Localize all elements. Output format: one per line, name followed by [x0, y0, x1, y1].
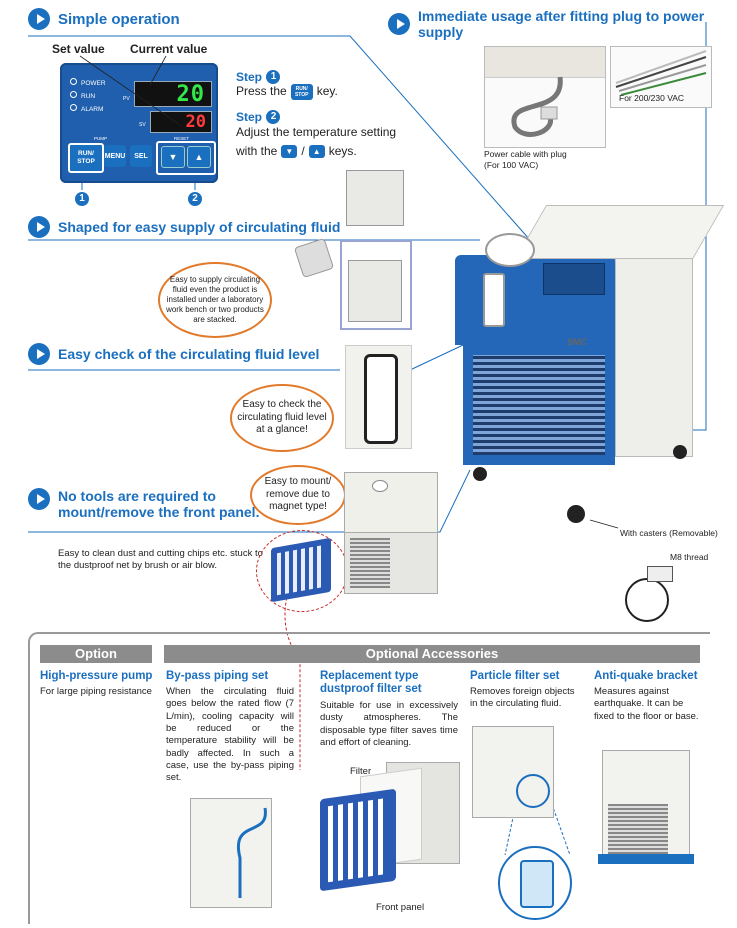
- sight-glass-icon: [483, 273, 505, 327]
- control-panel: POWER RUN ALARM PV 20 SV 20 PUMP RESET R…: [60, 63, 218, 183]
- stacked-units-illustration: [340, 168, 412, 330]
- set-value-label: Set value: [52, 42, 105, 56]
- power-cable-label: Power cable with plug (For 100 VAC): [484, 149, 567, 170]
- particle-title: Particle filter set: [470, 670, 560, 682]
- option-title: High-pressure pump: [40, 670, 153, 682]
- up-arrow-button[interactable]: ▲: [187, 146, 211, 168]
- run-stop-key-icon: RUN/ STOP: [290, 84, 313, 100]
- vac-label: For 200/230 VAC: [619, 93, 685, 103]
- indicator-run: RUN: [70, 90, 106, 103]
- up-key-icon: ▲: [308, 145, 325, 159]
- m8-thread-label: M8 thread: [670, 552, 709, 562]
- power-cable-photo: [484, 46, 606, 148]
- sel-button[interactable]: SEL: [130, 145, 152, 167]
- section-title-shaped-supply: Shaped for easy supply of circulating fl…: [28, 216, 340, 238]
- section-title-immediate-usage: Immediate usage after fitting plug to po…: [388, 8, 737, 40]
- option-text: For large piping resistance: [40, 686, 152, 697]
- accessories-panel: [28, 632, 710, 924]
- mount-bubble: Easy to mount/ remove due to magnet type…: [250, 465, 346, 525]
- option-header: Option: [40, 645, 152, 663]
- indicator-power: POWER: [70, 77, 106, 90]
- step-2-heading: Step 2: [236, 108, 281, 126]
- bypass-title: By-pass piping set: [166, 670, 269, 682]
- caster-detail-illustration: [625, 560, 695, 622]
- antiquake-text: Measures against earthquake. It can be f…: [594, 686, 699, 722]
- arrow-key-group: ▼ ▲: [156, 141, 216, 175]
- indicator-alarm: ALARM: [70, 103, 106, 116]
- step-1-heading: Step 1: [236, 68, 281, 86]
- casters-label: With casters (Removable): [620, 528, 718, 538]
- check-bubble: Easy to check the circulating fluid leve…: [230, 384, 334, 452]
- arrow-bullet-icon: [28, 488, 50, 510]
- dust-note: Easy to clean dust and cutting chips etc…: [58, 548, 263, 571]
- filter-illustration: [316, 752, 460, 912]
- arrow-bullet-icon: [28, 216, 50, 238]
- brand-logo: SMC: [567, 337, 587, 347]
- arrow-bullet-icon: [388, 13, 410, 35]
- step-2-text-line2: with the ▼ / ▲ keys.: [236, 144, 357, 159]
- arrow-bullet-icon: [28, 343, 50, 365]
- callout-2: 2: [188, 190, 202, 208]
- step-1-text: Press the RUN/ STOP key.: [236, 84, 338, 100]
- pv-value: 20: [176, 82, 205, 107]
- down-arrow-button[interactable]: ▼: [161, 146, 185, 168]
- caster-icon: [673, 445, 687, 459]
- section-title-simple-operation: Simple operation: [28, 8, 180, 30]
- small-unit-illustration: [344, 472, 438, 602]
- bypass-text: When the circulating fluid goes below th…: [166, 686, 294, 784]
- antiquake-illustration: [598, 744, 698, 870]
- menu-button[interactable]: MENU: [104, 145, 126, 167]
- sv-value: 20: [185, 112, 206, 132]
- callout-1: 1: [75, 190, 89, 208]
- caster-icon: [473, 467, 487, 481]
- run-stop-button[interactable]: RUN/ STOP: [68, 143, 104, 173]
- arrow-bullet-icon: [28, 8, 50, 30]
- level-gauge-photo: [345, 345, 412, 449]
- front-panel-label: Front panel: [376, 902, 425, 913]
- current-value-label: Current value: [130, 42, 208, 56]
- step-2-text-line1: Adjust the temperature setting: [236, 125, 397, 139]
- indicator-list: POWER RUN ALARM: [70, 77, 106, 116]
- sv-display: SV 20: [139, 111, 212, 133]
- filter-highlight: [256, 530, 348, 612]
- chiller-unit-illustration: SMC: [455, 205, 725, 525]
- particle-text: Removes foreign objects in the circulati…: [470, 686, 575, 710]
- particle-filter-illustration: [468, 726, 586, 920]
- section-title-easy-check: Easy check of the circulating fluid leve…: [28, 343, 319, 365]
- accessories-header: Optional Accessories: [164, 645, 700, 663]
- bypass-illustration: [190, 778, 280, 910]
- filter-label: Filter: [350, 766, 372, 777]
- down-key-icon: ▼: [281, 145, 298, 159]
- power-wire-photo: For 200/230 VAC: [610, 46, 712, 108]
- caster-icon: [567, 505, 585, 523]
- antiquake-title: Anti-quake bracket: [594, 670, 698, 682]
- supply-bubble: Easy to supply circulating fluid even th…: [158, 262, 272, 338]
- fill-cap-icon: [485, 233, 535, 267]
- filter-text: Suitable for use in excessively dusty at…: [320, 700, 458, 749]
